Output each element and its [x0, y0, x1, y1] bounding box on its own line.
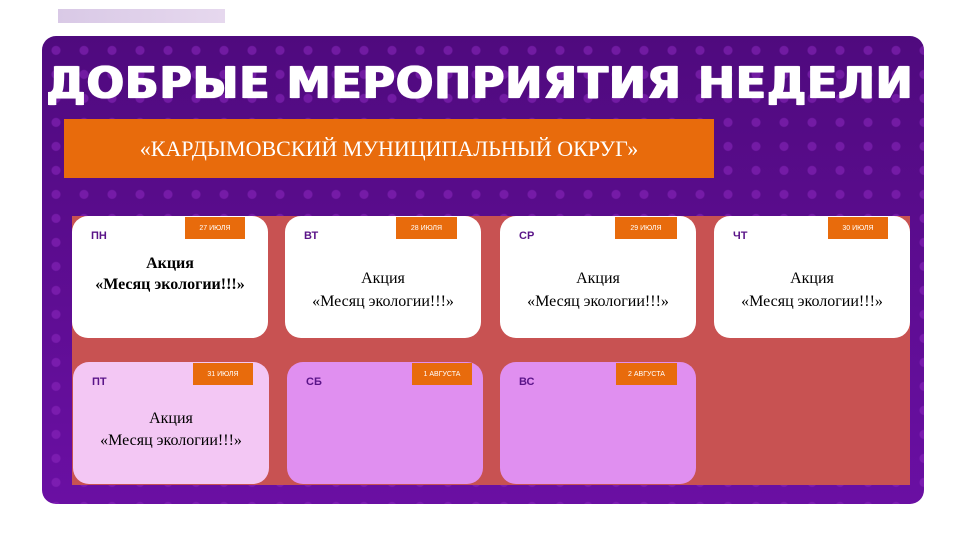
- event-name: «Месяц экологии!!!»: [312, 293, 454, 310]
- event-name: «Месяц экологии!!!»: [100, 432, 242, 449]
- day-card-monday: ПН 27 ИЮЛЯ Акция «Месяц экологии!!!»: [72, 216, 268, 338]
- day-card-thursday: ЧТ 30 ИЮЛЯ Акция «Месяц экологии!!!»: [714, 216, 910, 338]
- day-label: СБ: [306, 376, 322, 388]
- day-card-wednesday: СР 29 ИЮЛЯ Акция «Месяц экологии!!!»: [500, 216, 696, 338]
- day-label: ВТ: [304, 230, 319, 242]
- district-banner: «КАРДЫМОВСКИЙ МУНИЦИПАЛЬНЫЙ ОКРУГ»: [64, 119, 714, 178]
- day-label: ПТ: [92, 376, 107, 388]
- event-title: Акция: [146, 255, 194, 272]
- event-title: Акция: [149, 410, 193, 427]
- day-label: ПН: [91, 230, 107, 242]
- top-decor-strip: [58, 9, 225, 23]
- day-card-sunday: ВС 2 АВГУСТА: [500, 362, 696, 484]
- day-label: СР: [519, 230, 535, 242]
- day-label: ЧТ: [733, 230, 748, 242]
- day-label: ВС: [519, 376, 535, 388]
- date-badge: 2 АВГУСТА: [616, 363, 677, 385]
- day-card-friday: ПТ 31 ИЮЛЯ Акция «Месяц экологии!!!»: [73, 362, 269, 484]
- date-badge: 28 ИЮЛЯ: [396, 217, 457, 239]
- date-badge: 1 АВГУСТА: [412, 363, 472, 385]
- event-title: Акция: [576, 270, 620, 287]
- date-badge: 31 ИЮЛЯ: [193, 363, 253, 385]
- event-title: Акция: [790, 270, 834, 287]
- week-board: ПН 27 ИЮЛЯ Акция «Месяц экологии!!!» ВТ …: [72, 216, 910, 485]
- day-card-tuesday: ВТ 28 ИЮЛЯ Акция «Месяц экологии!!!»: [285, 216, 481, 338]
- day-card-saturday: СБ 1 АВГУСТА: [287, 362, 483, 484]
- date-badge: 29 ИЮЛЯ: [615, 217, 677, 239]
- event-name: «Месяц экологии!!!»: [95, 276, 245, 293]
- page-title: ДОБРЫЕ МЕРОПРИЯТИЯ НЕДЕЛИ: [46, 58, 914, 109]
- event-name: «Месяц экологии!!!»: [527, 293, 669, 310]
- event-name: «Месяц экологии!!!»: [741, 293, 883, 310]
- date-badge: 27 ИЮЛЯ: [185, 217, 245, 239]
- event-title: Акция: [361, 270, 405, 287]
- date-badge: 30 ИЮЛЯ: [828, 217, 888, 239]
